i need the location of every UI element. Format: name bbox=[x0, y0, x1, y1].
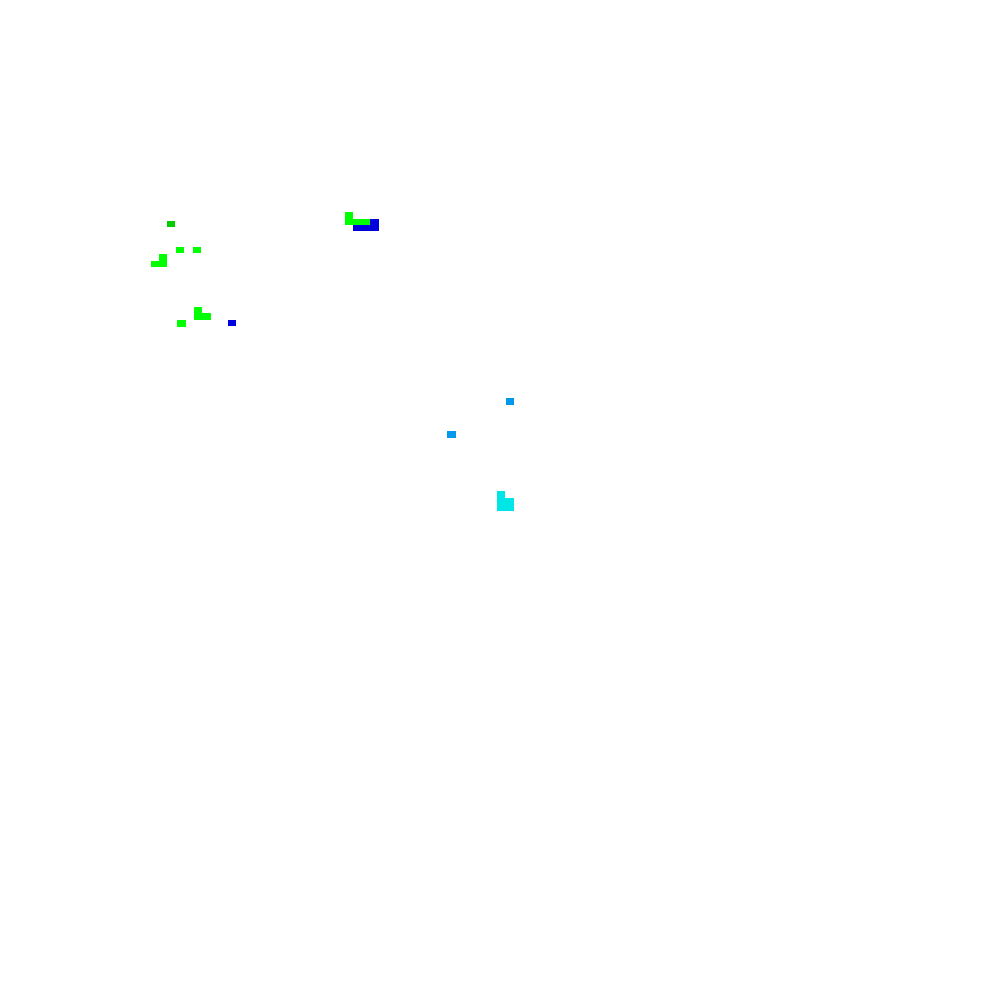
blue-pixel-block bbox=[228, 320, 236, 326]
sky-blue-pixel-block bbox=[506, 398, 514, 405]
green-pixel-block bbox=[176, 247, 184, 253]
blue-pixel-block bbox=[370, 219, 379, 225]
cyan-pixel-block bbox=[505, 498, 514, 511]
green-pixel-block bbox=[159, 254, 167, 267]
cyan-pixel-block bbox=[497, 491, 505, 511]
green-pixel-block bbox=[353, 219, 370, 225]
sky-blue-pixel-block bbox=[447, 431, 456, 438]
green-pixel-block bbox=[194, 307, 202, 320]
blue-pixel-block bbox=[353, 225, 379, 231]
green-pixel-block bbox=[202, 313, 211, 320]
green-pixel-block bbox=[151, 261, 159, 267]
green-pixel-block bbox=[345, 212, 353, 225]
green-pixel-block bbox=[193, 247, 201, 253]
green-pixel-block bbox=[167, 221, 175, 227]
green-pixel-block bbox=[177, 320, 186, 327]
